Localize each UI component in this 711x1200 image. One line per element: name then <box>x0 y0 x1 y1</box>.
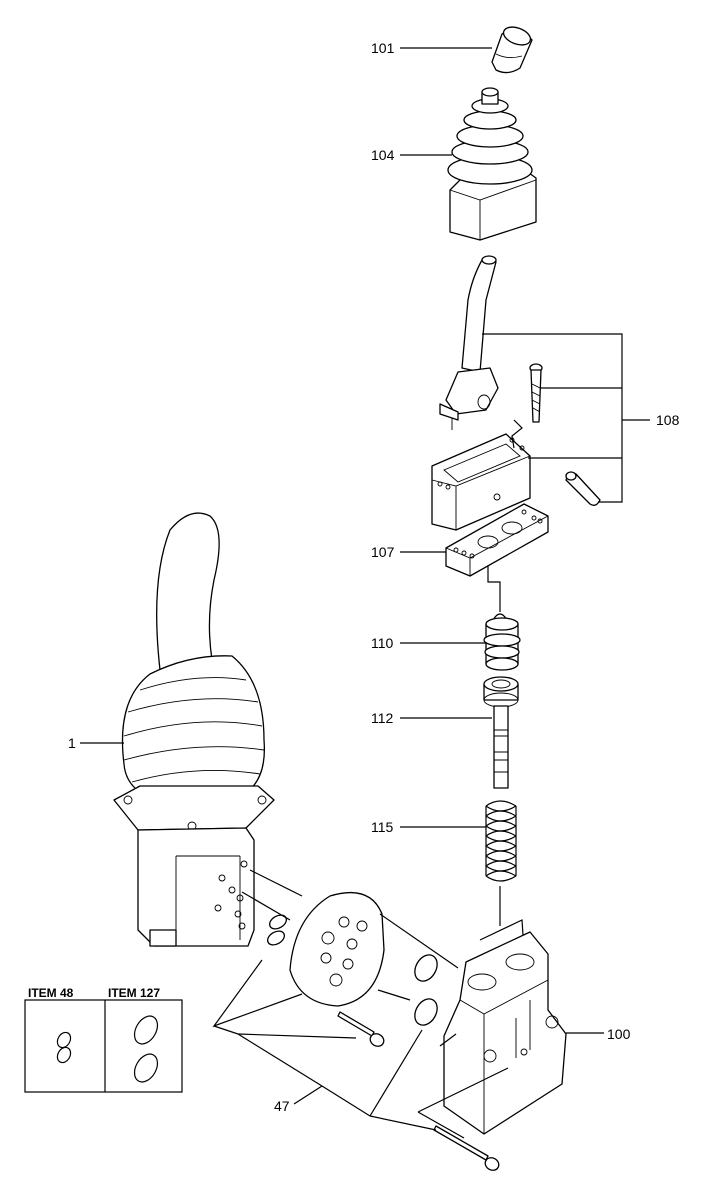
callout-1: 1 <box>68 735 76 751</box>
callout-108: 108 <box>656 412 680 428</box>
inset-table <box>24 999 183 1093</box>
callout-107: 107 <box>371 544 395 560</box>
part-108-screw <box>529 363 543 423</box>
part-108-lever <box>439 255 499 430</box>
part-112-plunger <box>483 676 519 789</box>
inset-header-item-48: ITEM 48 <box>28 986 74 1000</box>
leader-lines <box>80 47 604 1105</box>
guide-lines <box>212 869 509 1139</box>
part-100-valve-body <box>443 931 567 1135</box>
adapter-disc <box>289 892 385 1007</box>
part-101-knob-cap <box>491 26 533 74</box>
part-108-pin <box>565 471 601 506</box>
o-rings-small <box>266 914 288 946</box>
part-115-spring <box>485 800 517 882</box>
part-110-seal-assembly <box>483 613 521 671</box>
part-108-bracket <box>482 333 650 503</box>
part-108-housing <box>431 433 531 531</box>
screw-2 <box>433 1125 500 1171</box>
callout-100: 100 <box>607 1026 631 1042</box>
screw-1 <box>337 1011 385 1047</box>
item-48-ring <box>56 1031 72 1049</box>
o-rings-large <box>414 954 438 1026</box>
callout-104: 104 <box>371 147 395 163</box>
item-48-ring <box>56 1046 72 1064</box>
callout-101: 101 <box>371 40 395 56</box>
part-1-joystick <box>113 512 275 947</box>
inset-header-item-127: ITEM 127 <box>108 986 160 1000</box>
alignment-line-1 <box>487 566 501 612</box>
part-107-plate <box>445 503 549 577</box>
part-104-rubber-boot <box>447 87 537 241</box>
item-127-ring <box>133 1015 159 1045</box>
callout-112: 112 <box>371 710 394 726</box>
callout-115: 115 <box>371 819 394 835</box>
item-127-ring <box>133 1053 159 1083</box>
callout-110: 110 <box>371 635 394 651</box>
callout-47: 47 <box>274 1098 290 1114</box>
